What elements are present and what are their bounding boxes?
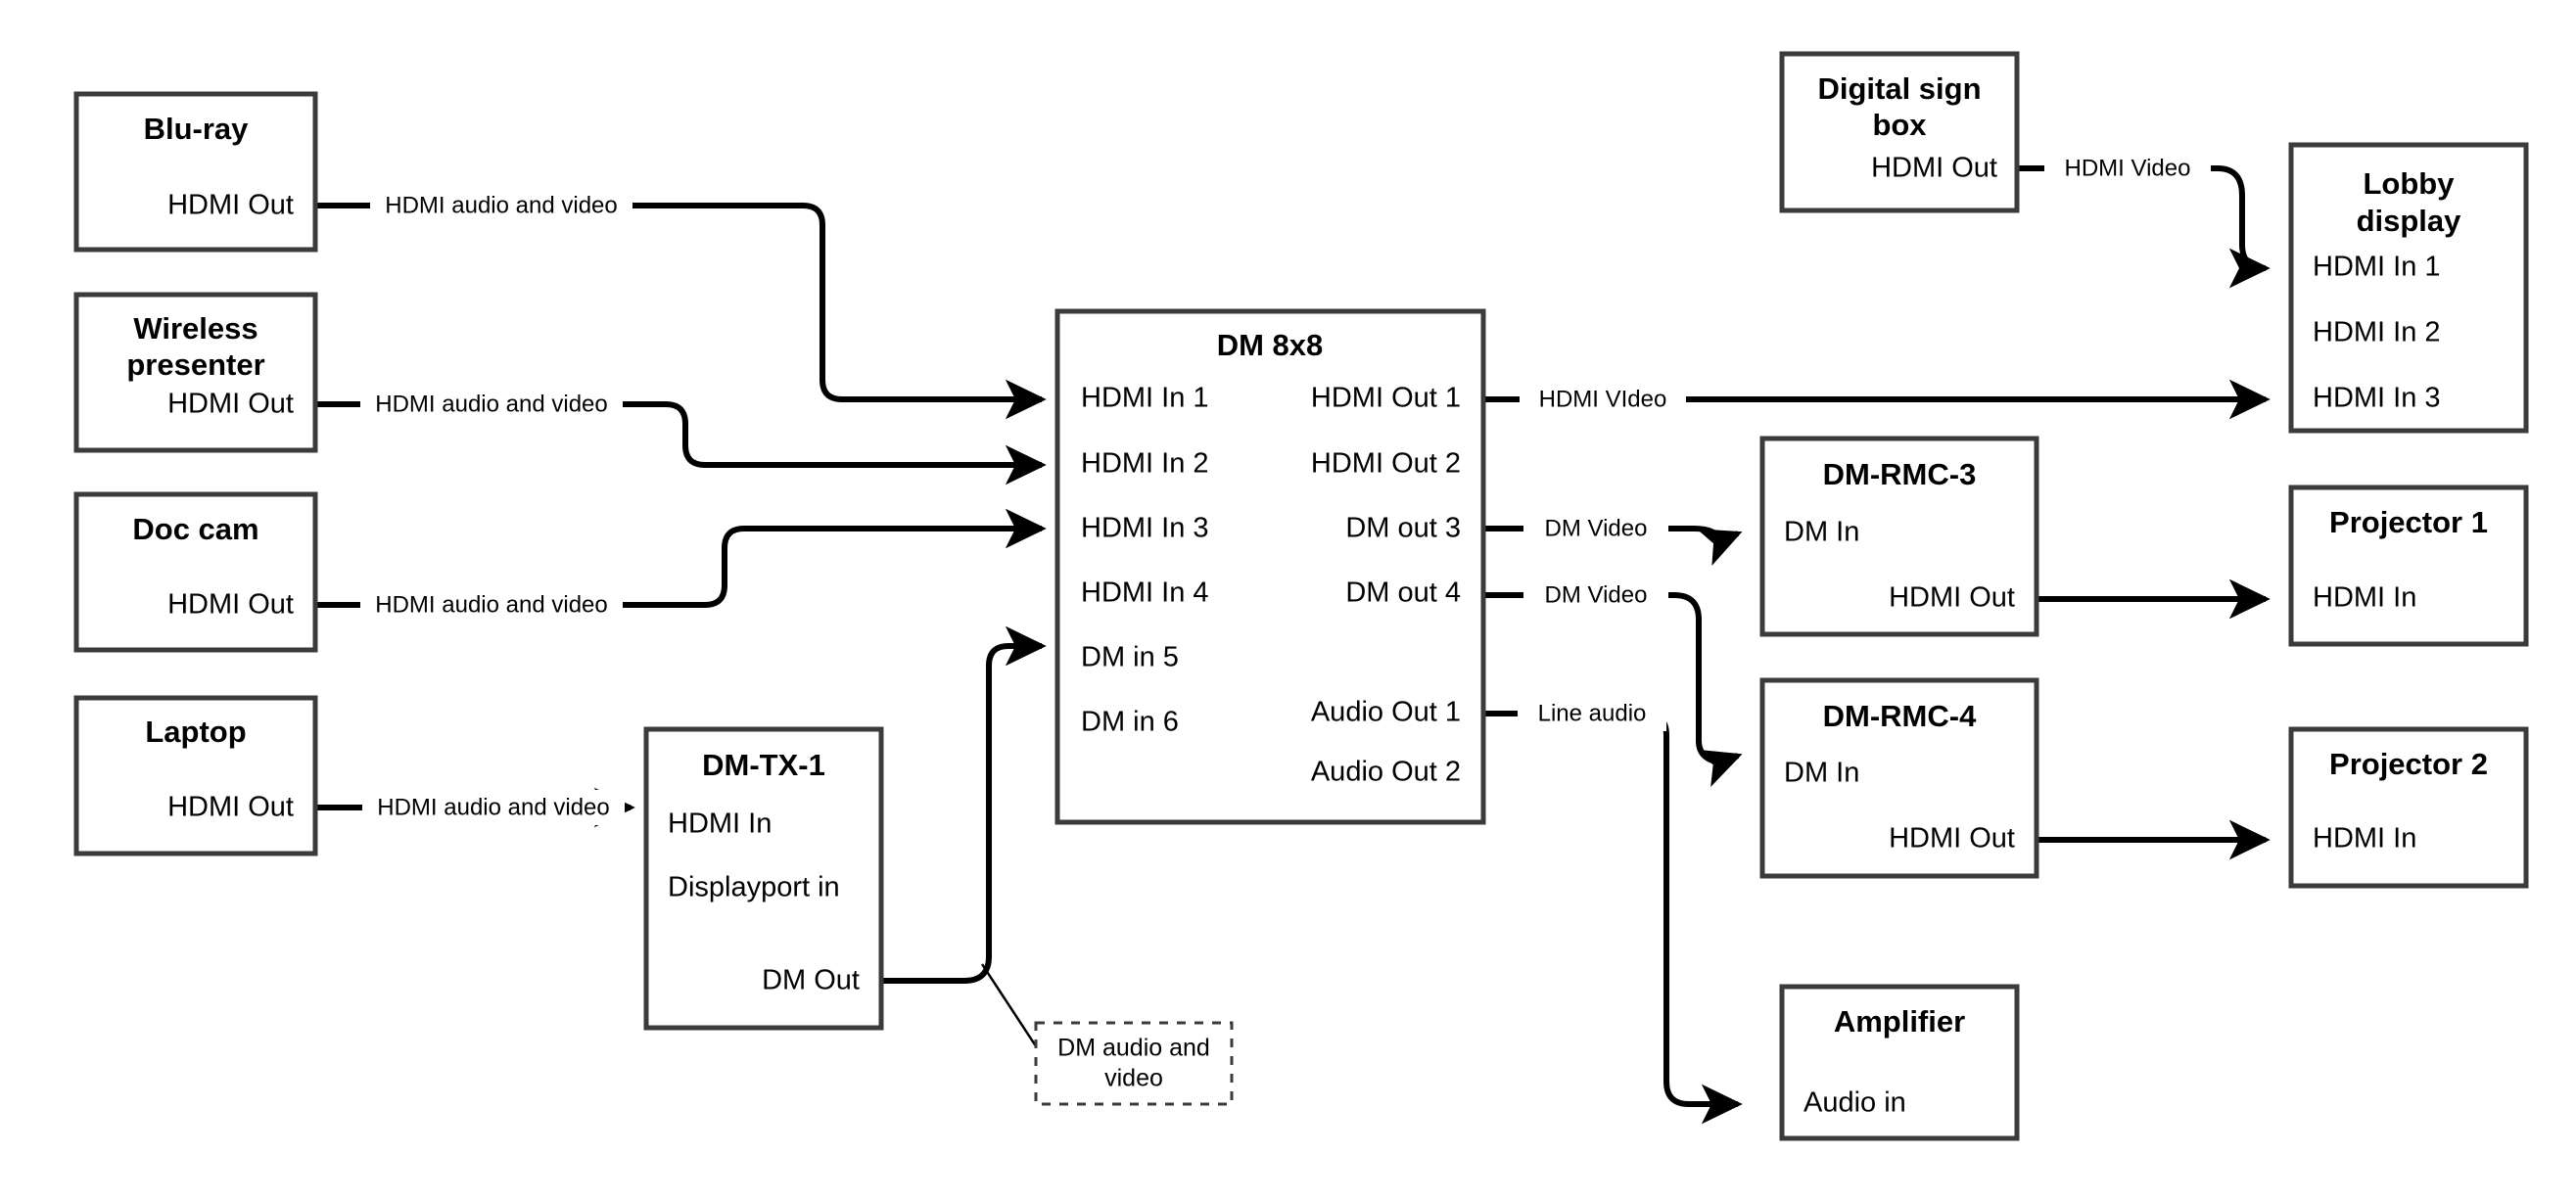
node-dm-8x8-output-4: DM out 4 bbox=[1345, 577, 1461, 609]
wire-dm8x8-audio-to-amplifier bbox=[1483, 711, 1743, 1125]
node-dm-rmc-3-port-dm-in: DM In bbox=[1784, 517, 1859, 548]
node-amplifier-port-audio-in: Audio in bbox=[1803, 1087, 1906, 1119]
node-dm-8x8-output-5: Audio Out 1 bbox=[1311, 697, 1461, 728]
node-amplifier[interactable]: Amplifier Audio in bbox=[1779, 984, 2020, 1141]
node-dm-rmc-4[interactable]: DM-RMC-4 DM In HDMI Out bbox=[1759, 677, 2039, 879]
node-laptop-port-hdmi-out: HDMI Out bbox=[167, 792, 294, 823]
wire-label-digitalsign: HDMI Video bbox=[2065, 155, 2191, 181]
node-dm-8x8-input-1: HDMI In 1 bbox=[1081, 383, 1209, 414]
wire-dm8x8-out4-to-dmrmc4 bbox=[1483, 592, 1743, 788]
node-projector-2-port-hdmi-in: HDMI In bbox=[2313, 823, 2416, 855]
wire-label-bluray: HDMI audio and video bbox=[385, 192, 617, 218]
leader-line-dm-av-note bbox=[980, 963, 1042, 1053]
node-dm-tx-1-port-hdmi-in: HDMI In bbox=[668, 808, 772, 840]
node-digital-sign-box[interactable]: Digital sign box HDMI Out bbox=[1779, 51, 2020, 213]
node-laptop[interactable]: Laptop HDMI Out bbox=[73, 695, 318, 856]
node-wireless-presenter-title-line2: presenter bbox=[126, 347, 264, 382]
wire-dmtx1-to-dm8x8 bbox=[881, 625, 1047, 984]
node-dm-rmc-4-port-dm-in: DM In bbox=[1784, 758, 1859, 789]
node-dm-8x8[interactable]: DM 8x8 HDMI In 1 HDMI In 2 HDMI In 3 HDM… bbox=[1054, 308, 1486, 825]
node-lobby-display-input-1: HDMI In 1 bbox=[2313, 252, 2441, 283]
node-projector-2[interactable]: Projector 2 HDMI In bbox=[2288, 726, 2529, 889]
node-dm-8x8-output-2: HDMI Out 2 bbox=[1311, 448, 1461, 480]
annotation-dm-audio-and-video-line2: video bbox=[1104, 1065, 1163, 1092]
node-projector-1-port-hdmi-in: HDMI In bbox=[2313, 582, 2416, 614]
wire-doccam-to-dm8x8 bbox=[315, 508, 1047, 608]
node-lobby-display-title-line2: display bbox=[2357, 204, 2462, 238]
node-doc-cam[interactable]: Doc cam HDMI Out bbox=[73, 491, 318, 653]
node-dm-8x8-input-6: DM in 6 bbox=[1081, 707, 1179, 738]
node-dm-rmc-4-port-hdmi-out: HDMI Out bbox=[1889, 823, 2015, 855]
node-dm-tx-1-title: DM-TX-1 bbox=[702, 748, 825, 782]
node-digital-sign-box-port-hdmi-out: HDMI Out bbox=[1871, 153, 1997, 184]
node-digital-sign-box-title-line2: box bbox=[1872, 108, 1927, 142]
node-dm-8x8-title: DM 8x8 bbox=[1217, 328, 1324, 362]
node-dm-tx-1[interactable]: DM-TX-1 HDMI In Displayport in DM Out bbox=[643, 726, 884, 1031]
wire-label-line-audio: Line audio bbox=[1538, 700, 1647, 726]
node-bluray[interactable]: Blu-ray HDMI Out bbox=[73, 91, 318, 253]
node-doc-cam-port-hdmi-out: HDMI Out bbox=[167, 589, 294, 621]
node-dm-8x8-input-2: HDMI In 2 bbox=[1081, 448, 1209, 480]
wire-label-wireless: HDMI audio and video bbox=[375, 391, 607, 417]
node-dm-8x8-input-4: HDMI In 4 bbox=[1081, 577, 1209, 609]
node-lobby-display[interactable]: Lobby display HDMI In 1 HDMI In 2 HDMI I… bbox=[2288, 142, 2529, 434]
wire-label-laptop: HDMI audio and video bbox=[377, 794, 609, 820]
node-projector-2-title: Projector 2 bbox=[2329, 747, 2488, 781]
wire-bluray-to-dm8x8 bbox=[315, 203, 1047, 420]
node-lobby-display-input-3: HDMI In 3 bbox=[2313, 383, 2441, 414]
node-bluray-title: Blu-ray bbox=[144, 112, 250, 146]
node-wireless-presenter-title-line1: Wireless bbox=[133, 311, 258, 346]
node-digital-sign-box-title-line1: Digital sign bbox=[1817, 71, 1981, 106]
node-dm-8x8-output-1: HDMI Out 1 bbox=[1311, 383, 1461, 414]
annotation-dm-audio-and-video-line1: DM audio and bbox=[1057, 1035, 1210, 1062]
node-lobby-display-input-2: HDMI In 2 bbox=[2313, 317, 2441, 348]
annotation-dm-audio-and-video: DM audio and video bbox=[1034, 1021, 1234, 1106]
wire-label-dm-out3: DM Video bbox=[1545, 515, 1648, 541]
node-dm-8x8-input-5: DM in 5 bbox=[1081, 642, 1179, 673]
node-lobby-display-title-line1: Lobby bbox=[2364, 166, 2456, 201]
node-amplifier-title: Amplifier bbox=[1834, 1004, 1965, 1039]
node-bluray-port-hdmi-out: HDMI Out bbox=[167, 190, 294, 221]
node-dm-8x8-output-6: Audio Out 2 bbox=[1311, 757, 1461, 788]
node-dm-8x8-input-3: HDMI In 3 bbox=[1081, 513, 1209, 544]
node-laptop-title: Laptop bbox=[145, 715, 246, 749]
node-dm-rmc-3-port-hdmi-out: HDMI Out bbox=[1889, 582, 2015, 614]
wire-dm8x8-out3-to-dmrmc3 bbox=[1483, 526, 1743, 567]
wire-digitalsign-to-lobby bbox=[2017, 165, 2271, 289]
node-dm-rmc-3[interactable]: DM-RMC-3 DM In HDMI Out bbox=[1759, 436, 2039, 637]
node-dm-rmc-4-title: DM-RMC-4 bbox=[1823, 699, 1977, 733]
node-dm-rmc-3-title: DM-RMC-3 bbox=[1823, 457, 1977, 491]
wire-wireless-to-dm8x8 bbox=[315, 401, 1047, 485]
wire-label-dm-out1: HDMI VIdeo bbox=[1539, 386, 1667, 412]
node-dm-tx-1-port-displayport-in: Displayport in bbox=[668, 872, 840, 903]
node-dm-8x8-output-3: DM out 3 bbox=[1345, 513, 1461, 544]
node-dm-tx-1-port-dm-out: DM Out bbox=[762, 965, 860, 996]
node-wireless-presenter-port-hdmi-out: HDMI Out bbox=[167, 389, 294, 420]
wire-label-dm-out4: DM Video bbox=[1545, 581, 1648, 608]
node-doc-cam-title: Doc cam bbox=[132, 512, 258, 546]
wire-label-doccam: HDMI audio and video bbox=[375, 591, 607, 618]
node-wireless-presenter[interactable]: Wireless presenter HDMI Out bbox=[73, 292, 318, 453]
node-projector-1-title: Projector 1 bbox=[2329, 505, 2488, 539]
node-projector-1[interactable]: Projector 1 HDMI In bbox=[2288, 485, 2529, 647]
